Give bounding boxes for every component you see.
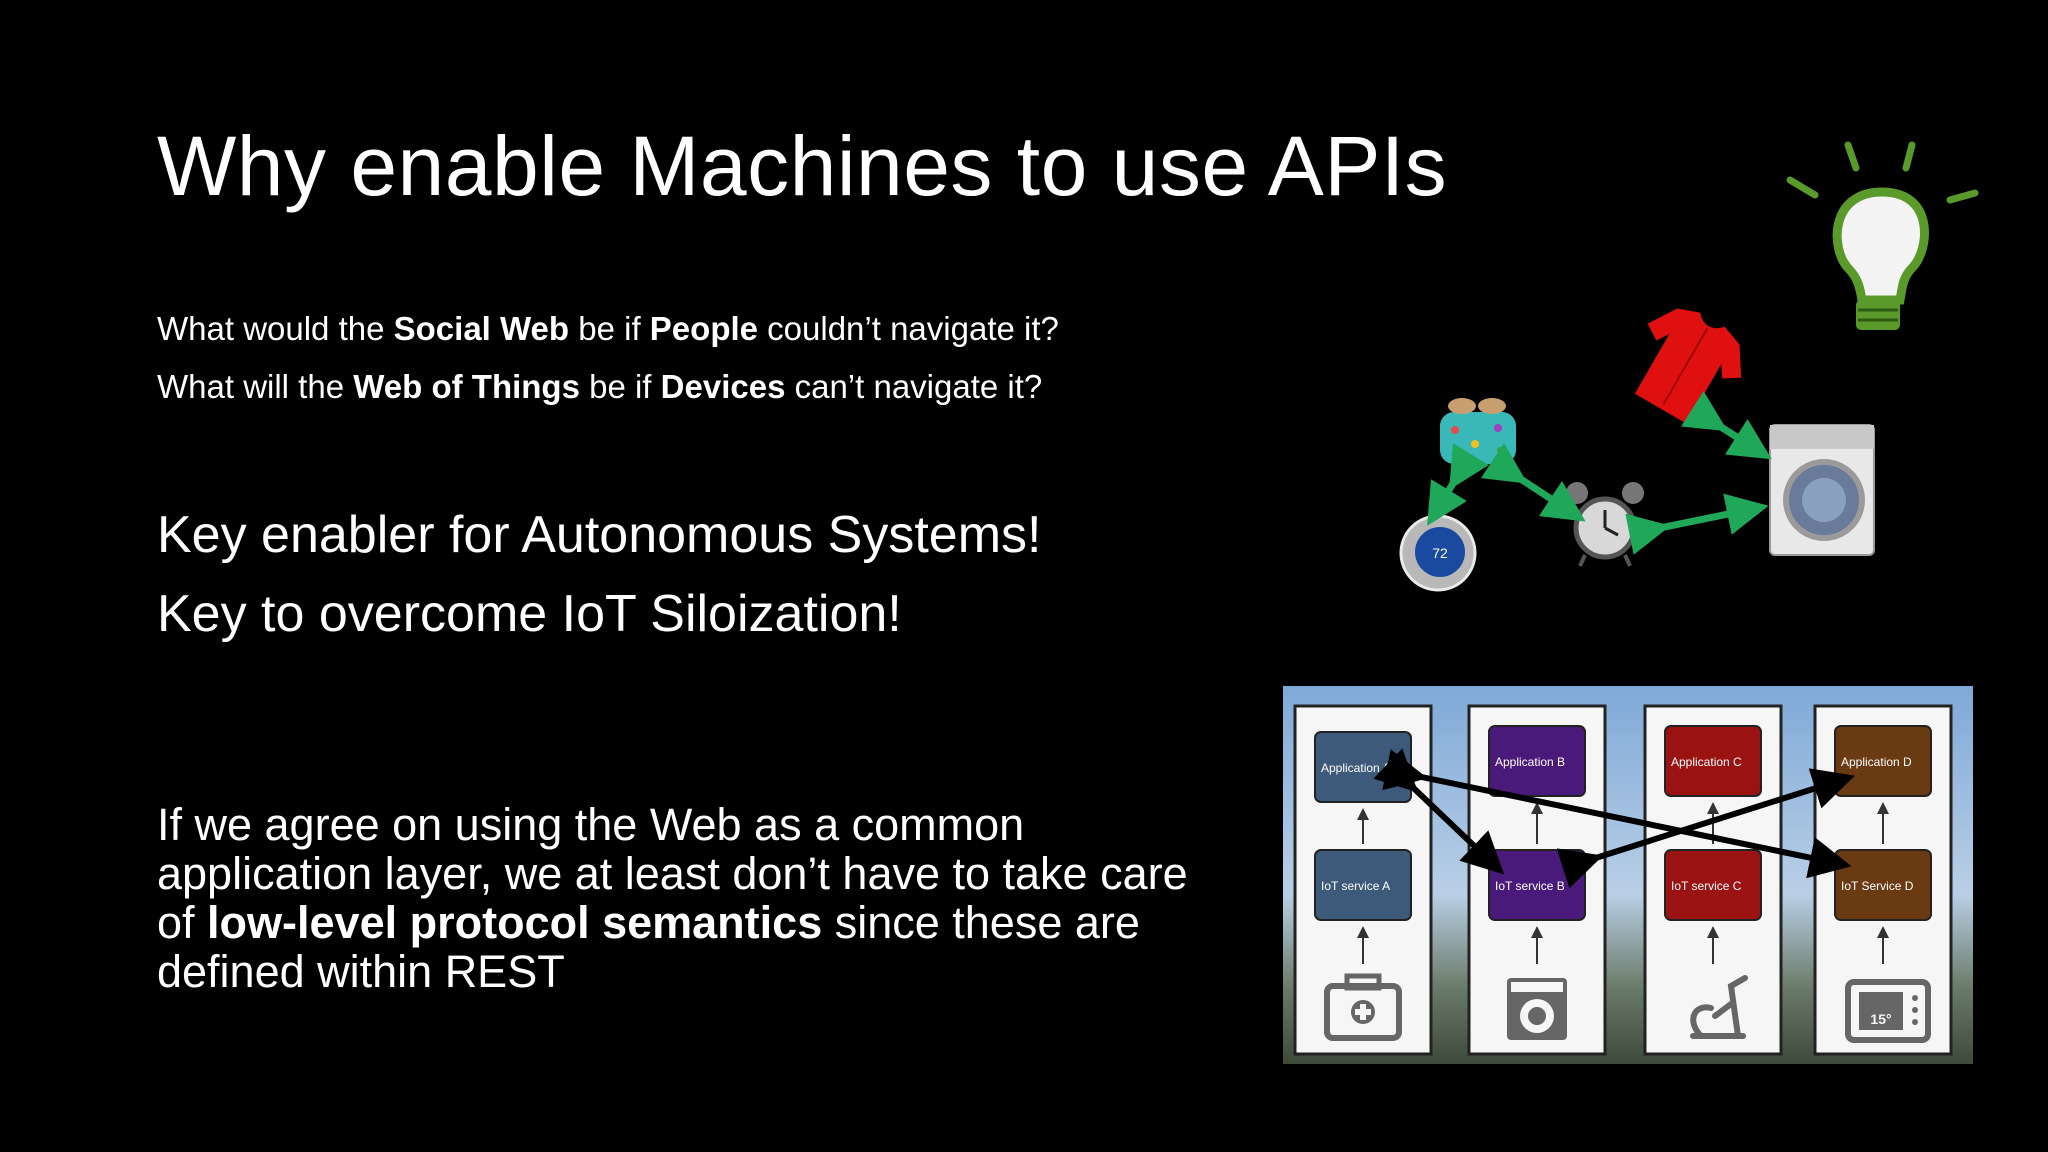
- thermostat-display-reading: 15°: [1870, 1011, 1891, 1027]
- silo-column-a: Application A IoT service A: [1293, 704, 1433, 1056]
- cross-silo-arrows: [1373, 748, 1856, 889]
- washing-machine-icon: [1769, 424, 1875, 556]
- thermostat-icon: 72: [1399, 514, 1477, 592]
- washing-machine-icon: [1507, 978, 1567, 1040]
- rest-paragraph: If we agree on using the Web as a common…: [157, 800, 1217, 996]
- iot-service-d-label: IoT Service D: [1841, 879, 1914, 893]
- iot-silo-diagram: Application A IoT service A Application …: [1283, 686, 1973, 1064]
- question2-text-a: What will the: [157, 368, 354, 405]
- application-d-label: Application D: [1841, 755, 1912, 769]
- iot-service-b-label: IoT service B: [1495, 879, 1565, 893]
- question-social-web: What would the Social Web be if People c…: [157, 310, 1059, 348]
- paragraph-text-a: If we agree on using the Web as a common…: [157, 799, 1188, 948]
- device-connection-arrows: [1427, 391, 1772, 555]
- iot-service-a-label: IoT service A: [1321, 879, 1390, 893]
- question2-text-c: can’t navigate it?: [785, 368, 1043, 405]
- question-web-of-things: What will the Web of Things be if Device…: [157, 368, 1042, 406]
- question1-bold-a: Social Web: [393, 310, 570, 347]
- thermostat-display-icon: 15°: [1845, 979, 1931, 1043]
- question1-text-b: be if: [569, 310, 650, 347]
- iot-service-c-label: IoT service C: [1671, 879, 1742, 893]
- question1-text-a: What would the: [157, 310, 394, 347]
- medical-kit-icon: [1324, 973, 1402, 1041]
- paragraph-bold: low-level protocol semantics: [207, 897, 823, 948]
- question2-bold-b: Devices: [660, 368, 786, 405]
- exercise-machine-icon: [1690, 975, 1748, 1039]
- thermostat-reading: 72: [1432, 545, 1448, 561]
- lightbulb-icon: [1786, 141, 1979, 330]
- silo-column-b: Application B IoT service B: [1467, 704, 1607, 1056]
- question1-text-c: couldn’t navigate it?: [758, 310, 1059, 347]
- application-a-label: Application A: [1321, 761, 1390, 775]
- key-siloization-statement: Key to overcome IoT Siloization!: [157, 585, 902, 643]
- toaster-icon: [1440, 398, 1516, 464]
- key-enabler-statement: Key enabler for Autonomous Systems!: [157, 506, 1042, 564]
- question2-bold-a: Web of Things: [353, 368, 580, 405]
- application-b-label: Application B: [1495, 755, 1565, 769]
- silo-column-c: Application C IoT service C: [1643, 704, 1783, 1056]
- paragraph-text-b: since these are defined within REST: [157, 897, 1140, 997]
- application-c-label: Application C: [1671, 755, 1742, 769]
- silo-column-d: Application D IoT Service D 15°: [1813, 704, 1953, 1056]
- alarm-clock-icon: [1566, 482, 1644, 567]
- question1-bold-b: People: [649, 310, 758, 347]
- slide-title: Why enable Machines to use APIs: [157, 119, 1448, 213]
- question2-text-b: be if: [579, 368, 661, 405]
- shirt-icon: [1634, 308, 1742, 424]
